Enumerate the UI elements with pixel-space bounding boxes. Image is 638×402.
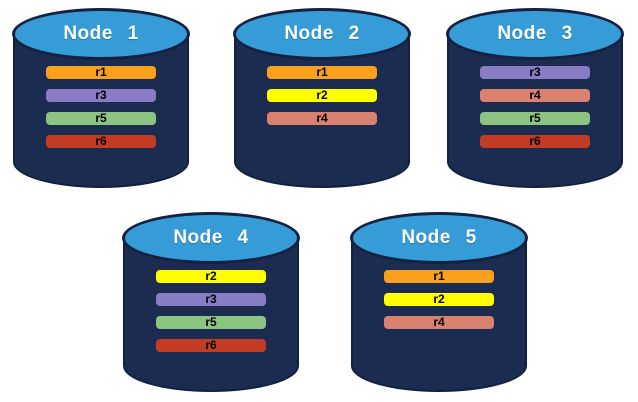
replica-bar-r2: r2 bbox=[267, 89, 377, 102]
node-cylinder-1: Node 1 r1 r3 r5 r6 bbox=[12, 8, 190, 188]
replica-stack: r1 r3 r5 r6 bbox=[12, 66, 190, 158]
replica-bar-r6: r6 bbox=[156, 339, 266, 352]
node-title: Node 4 bbox=[173, 227, 249, 248]
replica-bar-r1: r1 bbox=[267, 66, 377, 79]
cylinder-top: Node 1 bbox=[12, 8, 190, 60]
cylinder-top: Node 2 bbox=[233, 8, 411, 60]
replica-stack: r1 r2 r4 bbox=[350, 270, 528, 339]
replica-bar-r3: r3 bbox=[480, 66, 590, 79]
replica-bar-r6: r6 bbox=[480, 135, 590, 148]
replica-bar-r1: r1 bbox=[46, 66, 156, 79]
replica-bar-r4: r4 bbox=[267, 112, 377, 125]
replica-bar-r4: r4 bbox=[480, 89, 590, 102]
replica-bar-r6: r6 bbox=[46, 135, 156, 148]
replica-bar-r4: r4 bbox=[384, 316, 494, 329]
node-title: Node 2 bbox=[284, 23, 360, 44]
node-cylinder-2: Node 2 r1 r2 r4 bbox=[233, 8, 411, 188]
replica-bar-r3: r3 bbox=[156, 293, 266, 306]
replica-bar-r1: r1 bbox=[384, 270, 494, 283]
replica-stack: r3 r4 r5 r6 bbox=[446, 66, 624, 158]
replica-bar-r5: r5 bbox=[46, 112, 156, 125]
cylinder-top: Node 4 bbox=[122, 212, 300, 264]
node-title: Node 1 bbox=[63, 23, 139, 44]
cylinder-top: Node 3 bbox=[446, 8, 624, 60]
replica-bar-r2: r2 bbox=[156, 270, 266, 283]
node-cylinder-5: Node 5 r1 r2 r4 bbox=[350, 212, 528, 392]
node-cylinder-4: Node 4 r2 r3 r5 r6 bbox=[122, 212, 300, 392]
replica-stack: r1 r2 r4 bbox=[233, 66, 411, 135]
replica-bar-r3: r3 bbox=[46, 89, 156, 102]
replica-bar-r5: r5 bbox=[480, 112, 590, 125]
node-cylinder-3: Node 3 r3 r4 r5 r6 bbox=[446, 8, 624, 188]
replica-stack: r2 r3 r5 r6 bbox=[122, 270, 300, 362]
replica-bar-r2: r2 bbox=[384, 293, 494, 306]
node-title: Node 3 bbox=[497, 23, 573, 44]
cylinder-top: Node 5 bbox=[350, 212, 528, 264]
node-title: Node 5 bbox=[401, 227, 477, 248]
replica-bar-r5: r5 bbox=[156, 316, 266, 329]
